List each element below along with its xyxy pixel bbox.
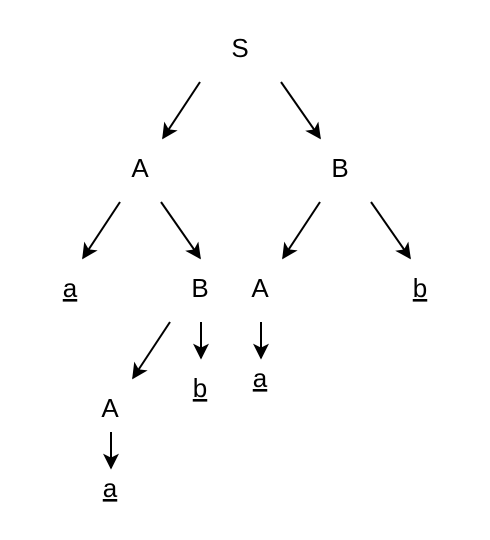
edge-b-to-a-lower: [132, 321, 171, 380]
edge-b-to-b: [370, 201, 411, 260]
edge-s-to-b: [280, 81, 321, 140]
edge-a-to-b: [160, 201, 201, 260]
node-s: S: [231, 33, 248, 63]
node-b-right: B: [331, 153, 348, 183]
node-a-middle: A: [251, 273, 269, 303]
node-a-left: A: [131, 153, 149, 183]
terminal-a-under-a: a: [253, 363, 268, 393]
terminal-b-lower: b: [193, 373, 207, 403]
tree-nodes: S A B a B A b A b a a: [63, 33, 427, 503]
node-b-middle: B: [191, 273, 208, 303]
node-a-lower: A: [101, 393, 119, 423]
edge-b-to-a: [282, 201, 321, 260]
terminal-a-bottom: a: [103, 473, 118, 503]
terminal-b-rightmost: b: [413, 273, 427, 303]
tree-edges: [82, 81, 411, 470]
edge-a-to-a: [82, 201, 121, 260]
terminal-a-leftmost: a: [63, 273, 78, 303]
edge-s-to-a: [162, 81, 201, 140]
